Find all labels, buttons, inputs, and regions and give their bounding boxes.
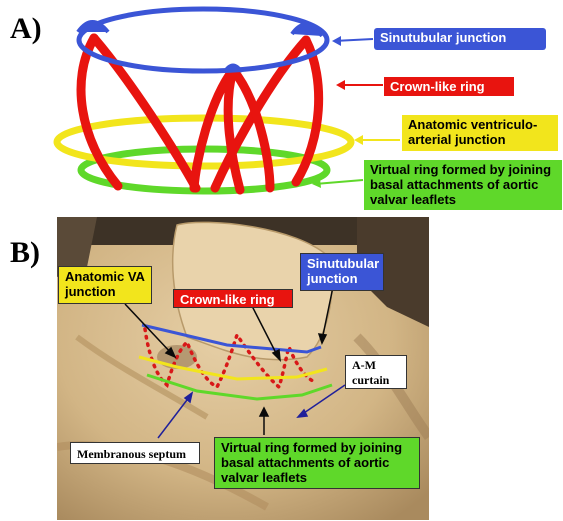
- label-b-sinutubular-junction: Sinutubular junction: [300, 253, 384, 291]
- label-sinutubular-junction: Sinutubular junction: [374, 28, 546, 50]
- panel-b-letter: B): [10, 238, 40, 268]
- label-b-virtual-ring: Virtual ring formed by joining basal att…: [214, 437, 420, 489]
- label-b-anatomic-va-junction: Anatomic VA junction: [58, 266, 152, 304]
- label-b-crown-like-ring: Crown-like ring: [173, 289, 293, 308]
- label-virtual-ring: Virtual ring formed by joining basal att…: [364, 160, 562, 210]
- sinutubular-junction-ellipse: [79, 9, 327, 71]
- label-b-membranous-septum: Membranous septum: [70, 442, 200, 464]
- label-b-am-curtain: A-M curtain: [345, 355, 407, 389]
- label-anatomic-va-junction: Anatomic ventriculo-arterial junction: [402, 115, 558, 151]
- label-crown-like-ring: Crown-like ring: [384, 77, 514, 96]
